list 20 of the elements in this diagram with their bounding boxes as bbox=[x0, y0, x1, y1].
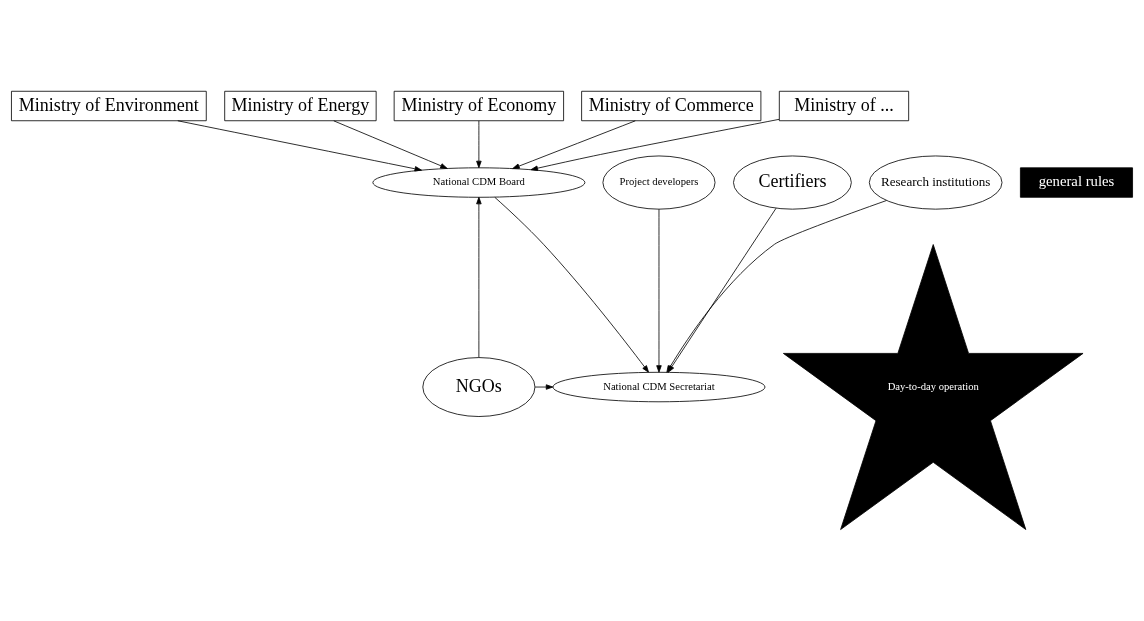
node-box: Ministry of Energy bbox=[224, 90, 377, 122]
node-box: general rules bbox=[1020, 167, 1133, 198]
node-box: Ministry of Environment bbox=[11, 90, 207, 122]
node-ellipse: Certifiers bbox=[733, 155, 852, 210]
arrow bbox=[494, 196, 649, 373]
node-ellipse: NGOs bbox=[422, 357, 536, 417]
arrow bbox=[656, 208, 662, 373]
arrow bbox=[333, 120, 448, 169]
arrow bbox=[530, 118, 780, 171]
arrow bbox=[512, 120, 636, 169]
node-ellipse: Research institutions bbox=[868, 155, 1003, 210]
arrow bbox=[177, 120, 422, 172]
node-box: Ministry of ... bbox=[778, 90, 910, 122]
arrow bbox=[534, 384, 554, 390]
node-ellipse: Project developers bbox=[602, 155, 716, 210]
arrow bbox=[476, 120, 482, 169]
node-box: Ministry of Commerce bbox=[581, 90, 762, 122]
node-box: Ministry of Economy bbox=[393, 90, 564, 122]
arrow bbox=[476, 196, 482, 358]
node-ellipse: National CDM Secretariat bbox=[552, 371, 766, 403]
